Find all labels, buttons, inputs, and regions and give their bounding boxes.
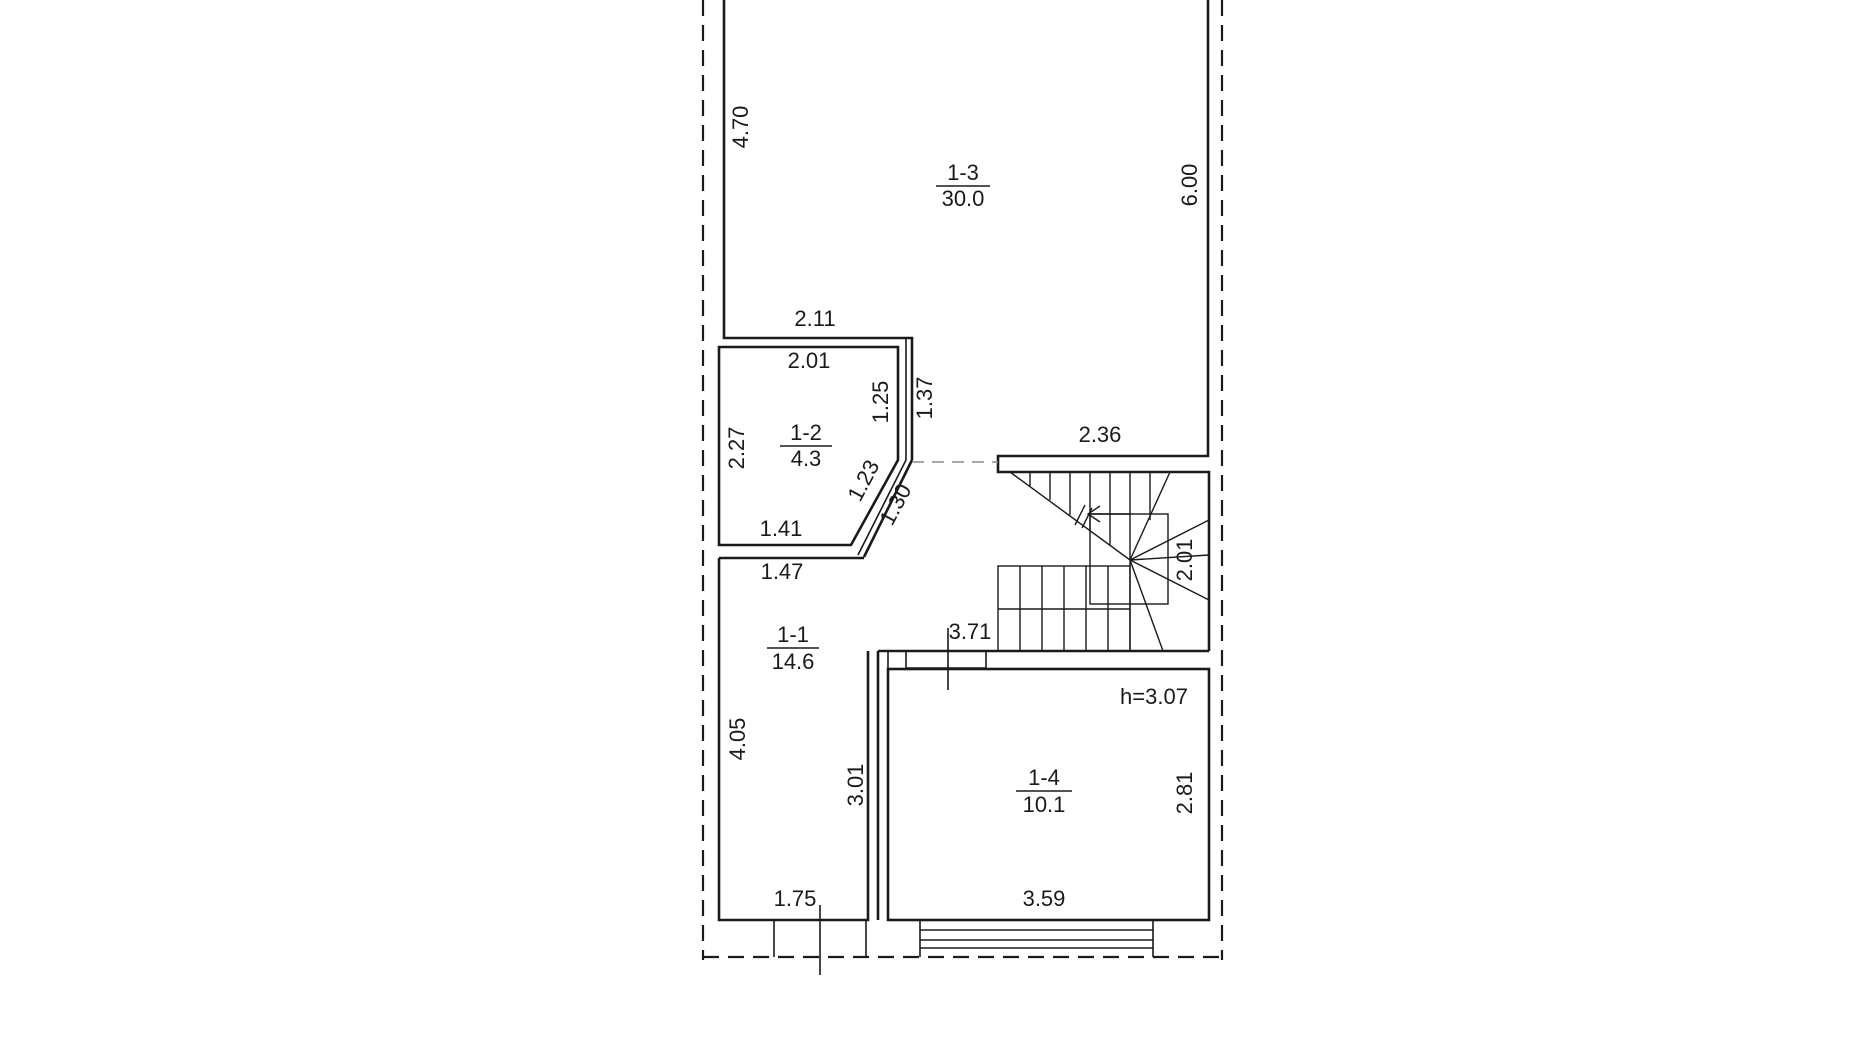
dim-room12-bottom: 1.41 — [760, 516, 803, 541]
room-1-2-area: 4.3 — [791, 446, 822, 471]
corridor-wall-inner — [887, 651, 987, 669]
dim-room13-bottom-left: 2.11 — [794, 306, 835, 331]
room-label-1-4: 1-4 10.1 — [1016, 765, 1072, 817]
dim-partition-vertical: 1.37 — [912, 377, 937, 420]
room-1-2-wall — [717, 345, 900, 547]
exterior-boundary — [701, 0, 1224, 960]
room-1-2-id: 1-2 — [790, 420, 822, 445]
dim-stair-width: 2.01 — [1172, 539, 1197, 582]
dim-room13-left: 4.70 — [728, 106, 753, 149]
staircase — [997, 471, 1210, 652]
room-label-1-1: 1-1 14.6 — [767, 622, 819, 674]
room-1-4-area: 10.1 — [1023, 792, 1066, 817]
room-1-3-wall — [722, 0, 914, 460]
room-1-3-id: 1-3 — [947, 160, 979, 185]
dim-room11-left: 4.05 — [725, 718, 750, 761]
dim-room14-left: 2.81 — [1172, 772, 1197, 815]
dim-room11-right: 3.01 — [843, 764, 868, 807]
room-1-4-id: 1-4 — [1028, 765, 1060, 790]
dim-room14-bottom: 3.59 — [1023, 886, 1066, 911]
dim-room12-diag-outer: 1.30 — [874, 480, 916, 530]
dim-room13-bottom-right: 2.36 — [1079, 422, 1122, 447]
room-1-1-area: 14.6 — [772, 649, 815, 674]
room-1-1-wall — [717, 556, 870, 922]
dim-room12-top: 2.01 — [788, 348, 831, 373]
dim-room12-left: 2.27 — [724, 427, 749, 470]
room-1-1-id: 1-1 — [777, 622, 809, 647]
room-1-3-wall-right — [996, 0, 1211, 651]
room-1-3-area: 30.0 — [942, 186, 985, 211]
partition-wall — [862, 459, 914, 558]
dim-room11-top: 1.47 — [761, 559, 804, 584]
dim-room11-bottom: 1.75 — [774, 886, 817, 911]
partition-wall-outer — [857, 338, 907, 556]
dim-corridor-length: 3.71 — [949, 619, 992, 644]
room-label-1-2: 1-2 4.3 — [780, 420, 832, 471]
ceiling-height: h=3.07 — [1120, 684, 1188, 709]
dim-room13-right: 6.00 — [1177, 164, 1202, 207]
room-1-4-wall — [886, 667, 1211, 922]
dim-room12-right: 1.25 — [868, 381, 893, 424]
bottom-openings — [773, 920, 1154, 957]
room-label-1-3: 1-3 30.0 — [936, 160, 990, 211]
dimension-labels: 2.11 2.36 2.01 1.41 1.47 3.71 1.75 3.59 … — [724, 106, 1202, 911]
